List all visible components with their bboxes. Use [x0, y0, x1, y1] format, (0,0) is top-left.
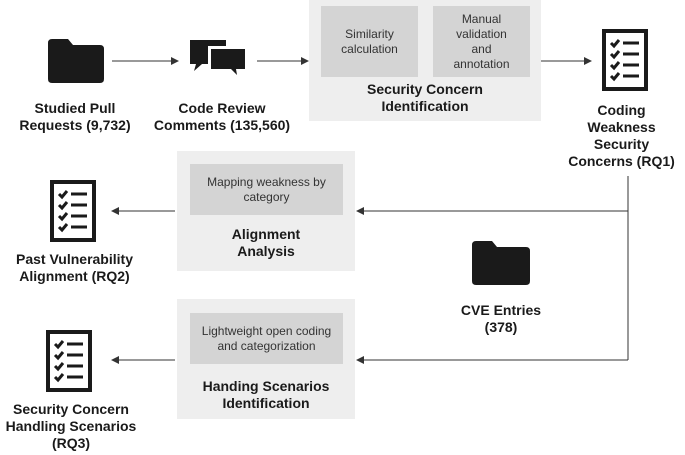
mapping-box: Mapping weakness by category	[190, 164, 343, 215]
alignment-label: Alignment Analysis	[231, 226, 301, 259]
mapping-label: Mapping weakness by category	[207, 174, 326, 204]
manual-validation-label: Manual validation and annotation	[453, 11, 510, 71]
handling-id-label: Handing Scenarios Identification	[202, 378, 330, 411]
coding-weakness-label: Coding Weakness Security Concerns (RQ1)	[568, 102, 675, 169]
security-concern-id-label: Security Concern Identification	[367, 81, 483, 114]
handling-scenarios-rq3-label: Security Concern Handling Scenarios (RQ3…	[5, 401, 137, 451]
similarity-label: Similarity calculation	[341, 26, 398, 56]
manual-validation-box: Manual validation and annotation	[433, 6, 530, 77]
folder-icon	[48, 39, 104, 83]
open-coding-label: Lightweight open coding and categorizati…	[201, 323, 332, 353]
pull-requests-label: Studied Pull Requests (9,732)	[19, 100, 131, 133]
past-vulnerability-label: Past Vulnerability Alignment (RQ2)	[16, 251, 133, 284]
checklist-icon	[602, 29, 648, 91]
chat-bubbles-icon	[190, 40, 248, 80]
checklist-icon	[46, 330, 92, 392]
similarity-box: Similarity calculation	[321, 6, 418, 77]
open-coding-box: Lightweight open coding and categorizati…	[190, 313, 343, 364]
review-comments-label: Code Review Comments (135,560)	[153, 100, 291, 133]
folder-icon	[472, 241, 530, 285]
checklist-icon	[50, 180, 96, 242]
cve-entries-label: CVE Entries (378)	[460, 302, 542, 335]
